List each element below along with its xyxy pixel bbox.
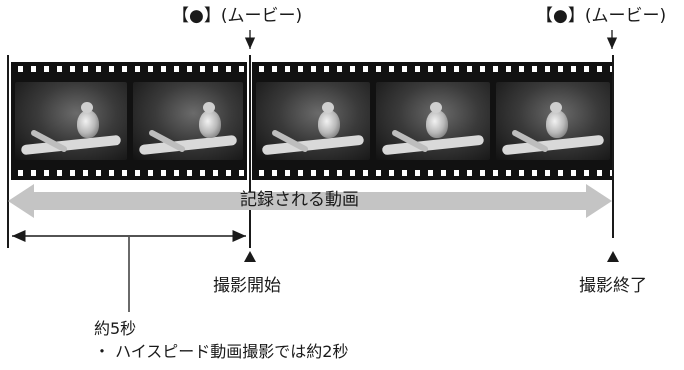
film-strip-pre-recorded (11, 62, 247, 180)
film-frame (376, 82, 490, 160)
duration-label: 約5秒 (94, 319, 137, 338)
end-pointer-triangle (607, 251, 619, 262)
film-perforations-bottom (252, 168, 614, 178)
film-strip-recorded (252, 62, 614, 180)
film-perforations-top (11, 64, 247, 74)
bird-graphic (546, 102, 568, 138)
bird-graphic (77, 102, 99, 138)
high-speed-note: ・ ハイスピード動画撮影では約2秒 (94, 342, 349, 361)
recorded-video-label: 記録される動画 (240, 190, 359, 210)
bird-graphic (426, 102, 448, 138)
bird-graphic (199, 102, 221, 138)
recording-end-label: 撮影終了 (579, 276, 647, 296)
recording-start-label: 撮影開始 (213, 276, 281, 296)
film-frame (15, 82, 127, 160)
film-frame (133, 82, 243, 160)
film-frame (256, 82, 370, 160)
film-perforations-bottom (11, 168, 247, 178)
film-frame (496, 82, 610, 160)
bird-graphic (318, 102, 340, 138)
start-pointer-triangle (244, 251, 256, 262)
recorded-video-arrow (8, 184, 612, 218)
film-perforations-top (252, 64, 614, 74)
movie-button-marker-end: 【●】(ムービー) (536, 6, 667, 26)
movie-button-marker-start: 【●】(ムービー) (172, 6, 303, 26)
